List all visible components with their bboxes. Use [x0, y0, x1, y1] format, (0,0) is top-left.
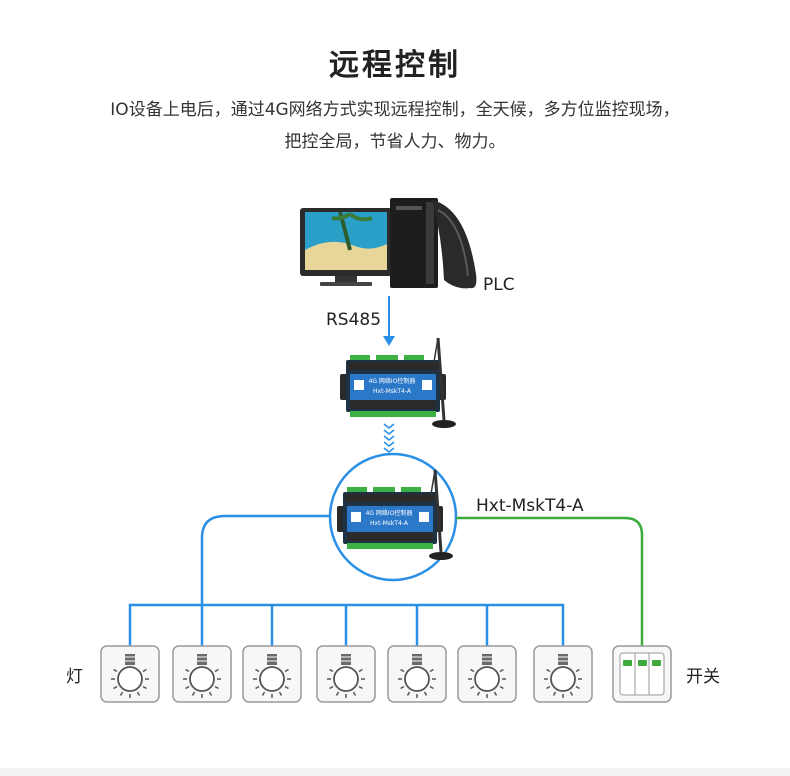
device-zoom-model: Hxt-MskT4-A — [370, 520, 409, 527]
wall-switch-icon — [612, 645, 672, 703]
rs485-arrow-icon — [383, 336, 395, 346]
lamp-wiring — [128, 514, 565, 646]
switch-wiring — [456, 516, 644, 646]
rs485-label: RS485 — [326, 310, 382, 330]
plc-computer-icon — [300, 198, 477, 289]
lamp-icon — [172, 645, 232, 703]
lamp-icon — [387, 645, 447, 703]
device-model-label: Hxt-MskT4-A — [476, 496, 584, 516]
description-line-2: 把控全局，节省人力、物力。 — [284, 132, 506, 152]
device-zoom-name: 4G 网络IO控制器 — [366, 509, 413, 517]
bottom-divider — [0, 768, 790, 776]
device-top-name: 4G 网络IO控制器 — [369, 377, 416, 385]
lamp-icon — [533, 645, 593, 703]
page-title: 远程控制 — [329, 48, 461, 83]
lamp-group — [100, 645, 593, 703]
lamp-label: 灯 — [66, 667, 83, 687]
lamp-icon — [457, 645, 517, 703]
description: IO设备上电后，通过4G网络方式实现远程控制，全天候，多方位监控现场， 把控全局… — [60, 94, 730, 158]
lamp-icon — [242, 645, 302, 703]
device-top-model: Hxt-MskT4-A — [373, 388, 412, 395]
wireless-link-icon — [383, 423, 395, 453]
lamp-icon — [316, 645, 376, 703]
description-line-1: IO设备上电后，通过4G网络方式实现远程控制，全天候，多方位监控现场， — [110, 100, 680, 120]
plc-label: PLC — [483, 275, 515, 295]
lamp-icon — [100, 645, 160, 703]
switch-label: 开关 — [686, 667, 720, 687]
